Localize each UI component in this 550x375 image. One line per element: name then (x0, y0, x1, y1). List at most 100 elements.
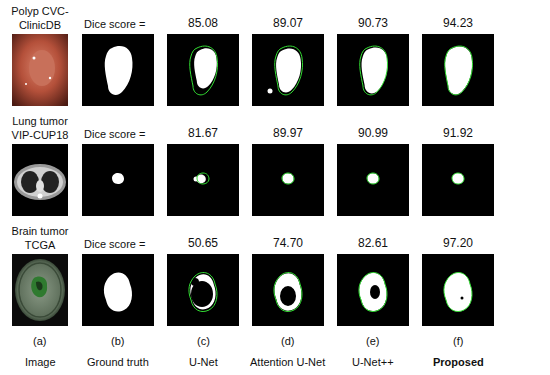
necrosis (36, 281, 43, 290)
mask-cell (252, 34, 324, 106)
mri-slice (12, 254, 68, 326)
dice-score: 90.73 (358, 16, 388, 30)
dice-score: 74.70 (273, 236, 303, 250)
dice-label: Dice score = (84, 127, 145, 141)
ct-slice (12, 144, 68, 216)
reflection (49, 77, 51, 79)
dice-score: 89.07 (273, 16, 303, 30)
mask-ground (337, 254, 409, 326)
skull (19, 263, 61, 317)
mask-ground (167, 144, 239, 216)
column-title: U-Net (189, 355, 218, 369)
predicted-mask (445, 47, 472, 95)
mask-ground (422, 144, 494, 216)
dice-score: 50.65 (188, 236, 218, 250)
reflection (33, 57, 36, 60)
heart (36, 180, 44, 192)
mask-ground (167, 254, 239, 326)
dice-label: Dice score = (84, 17, 145, 31)
mask-cell (337, 34, 409, 106)
dice-score: 90.99 (358, 126, 388, 140)
mask-cell (337, 254, 409, 326)
mask-ground (422, 34, 494, 106)
ground-truth-mask (104, 273, 132, 312)
dice-score: 97.20 (443, 236, 473, 250)
mask-cell (422, 144, 494, 216)
dice-score: 81.67 (188, 126, 218, 140)
ground-truth-contour (452, 173, 464, 184)
column-title: Attention U-Net (250, 355, 325, 369)
ground-truth-contour (359, 273, 387, 312)
mask-ground (252, 34, 324, 106)
ground-truth-contour (360, 46, 388, 95)
ground-truth-contour (275, 46, 303, 95)
panel-letter: (d) (281, 334, 294, 348)
reflection (25, 83, 27, 85)
polyp (29, 50, 55, 86)
predicted-mask (367, 173, 379, 184)
false-positive (268, 89, 273, 94)
panel-letter: (f) (453, 334, 463, 348)
mask-ground (82, 34, 154, 106)
panel-letter: (c) (197, 334, 210, 348)
column-title: Proposed (433, 355, 484, 369)
dataset-label: Lung tumor VIP-CUP18 (2, 114, 78, 142)
missed-region (370, 285, 380, 299)
predicted-mask (190, 274, 215, 309)
mask-ground (337, 34, 409, 106)
input-image (12, 34, 68, 106)
mask-cell (82, 34, 154, 106)
predicted-mask (362, 47, 388, 93)
mask-cell (82, 254, 154, 326)
ground-truth-mask (112, 173, 124, 184)
ground-truth-contour (445, 46, 473, 95)
panel-letter: (e) (366, 334, 379, 348)
body (14, 164, 66, 200)
dice-score: 82.61 (358, 236, 388, 250)
dice-score: 85.08 (188, 16, 218, 30)
mask-cell (82, 144, 154, 216)
ground-truth-contour (367, 173, 379, 184)
ground-truth-contour (190, 46, 218, 95)
dice-score: 89.97 (273, 126, 303, 140)
head (15, 259, 65, 321)
ground-truth-contour (189, 273, 217, 312)
mask-ground (422, 254, 494, 326)
panel-letter: (a) (33, 334, 46, 348)
column-title: U-Net++ (352, 355, 394, 369)
mask-ground (167, 34, 239, 106)
mask-ground (252, 144, 324, 216)
column-title: Ground truth (87, 355, 149, 369)
mask-cell (252, 144, 324, 216)
mask-cell (167, 144, 239, 216)
mask-cell (422, 254, 494, 326)
predicted-mask (282, 173, 293, 183)
ground-truth-contour (282, 173, 294, 184)
dice-score: 91.92 (443, 126, 473, 140)
missed-region (280, 286, 296, 306)
predicted-mask (274, 273, 301, 310)
mask-ground (337, 144, 409, 216)
panel-letter: (b) (111, 334, 124, 348)
lung (41, 171, 59, 193)
predicted-mask (359, 273, 387, 311)
body-wall (17, 167, 63, 197)
mask-cell (337, 144, 409, 216)
mask-cell (167, 254, 239, 326)
ground-truth-contour (444, 273, 472, 312)
mask-cell (167, 34, 239, 106)
column-title: Image (25, 355, 56, 369)
lung (21, 171, 39, 193)
dataset-label: Polyp CVC-ClinicDB (2, 4, 78, 32)
ground-truth-contour (274, 273, 302, 312)
missed-region (461, 297, 464, 300)
ground-truth-mask (105, 46, 133, 95)
ground-truth-contour (197, 173, 209, 184)
endoscopy-photo (12, 34, 68, 106)
mask-cell (252, 254, 324, 326)
mask-ground (82, 144, 154, 216)
dataset-label: Brain tumor TCGA (2, 224, 78, 252)
tumor-region (31, 276, 47, 297)
input-image (12, 144, 68, 216)
